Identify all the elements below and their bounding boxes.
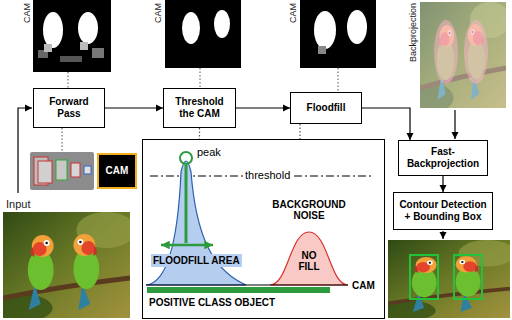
cam-blob [182,12,200,44]
plot-label: peak [197,146,221,159]
leader-line [68,72,69,88]
process-box: Floodfill [290,92,362,124]
box-label: Floodfill [307,102,346,114]
process-box: Contour Detection + Bounding Box [393,192,493,230]
cnn-layer [84,166,91,174]
plot-label: NO FILL [293,250,325,272]
cam-noise [60,56,82,62]
backprojection-region [464,20,488,84]
backprojection-overlay [420,2,506,108]
floodfill-arrow [185,165,188,243]
cam-noise [80,42,88,50]
noise-curve [270,232,348,285]
cam-noise [318,46,326,54]
process-box: Threshold the CAM [163,88,236,128]
box-label: Fast-Backprojection [402,146,484,170]
flow-arrow [362,108,410,140]
cam-noise [92,48,104,58]
plot-label: threshold [243,169,292,182]
box-label: Forward Pass [42,96,96,120]
cnn-layer [56,160,67,180]
cam-blob [78,12,98,44]
image-label: Input [6,198,30,210]
plot-label: FLOODFILL AREA [151,254,242,267]
cam-noise [44,44,52,52]
cnn-icon [30,152,94,190]
peak-curve [146,161,246,285]
plot-label: BACKGROUND NOISE [266,199,352,221]
axis-label: CAM [352,279,375,292]
peak-marker [180,152,192,164]
cam-blob [347,10,367,44]
input-image [0,212,136,320]
flow-arrow [454,110,455,139]
leader-line [200,68,201,88]
backprojection-region [434,20,458,84]
cam-axis [146,284,348,285]
leader-line [62,128,63,152]
process-box: Forward Pass [33,88,105,128]
cnn-layer [71,163,80,177]
flow-arrow [442,231,443,239]
cam-blob [314,11,336,49]
box-label: Threshold the CAM [167,96,232,120]
cam-blob [214,10,230,38]
image-label: CAM [22,3,32,23]
leader-line [338,68,339,92]
plot-panel: peak thresholdBACKGROUND NOISE NO FILL FLOO… [142,139,385,319]
floodfill-arrow [161,244,213,247]
flow-arrow [105,107,163,108]
image-label: CAM [153,3,163,23]
dotted-connector [299,124,300,139]
cam-image [165,0,241,68]
cam-blob [43,12,63,48]
box-label: CAM [106,165,129,177]
box-label: Contour Detection + Bounding Box [397,199,489,223]
cam-image [300,0,376,68]
cnn-layer [38,161,52,183]
bounding-box [410,255,438,299]
plot-label: POSITIVE CLASS OBJECT [149,296,275,309]
bounding-box [454,255,482,299]
cam-output-box: CAM [97,153,137,189]
process-box: Fast-Backprojection [398,140,488,176]
image-label: CAM [288,3,298,23]
backprojection-image [411,2,510,112]
dotted-connector [199,128,200,139]
output-image [375,240,512,320]
image-label: Backprojection [408,3,418,62]
flow-arrow [236,107,290,108]
cam-image [33,0,111,72]
input-arrow [18,108,32,193]
flow-arrow [442,176,443,192]
object-bar [147,287,330,293]
